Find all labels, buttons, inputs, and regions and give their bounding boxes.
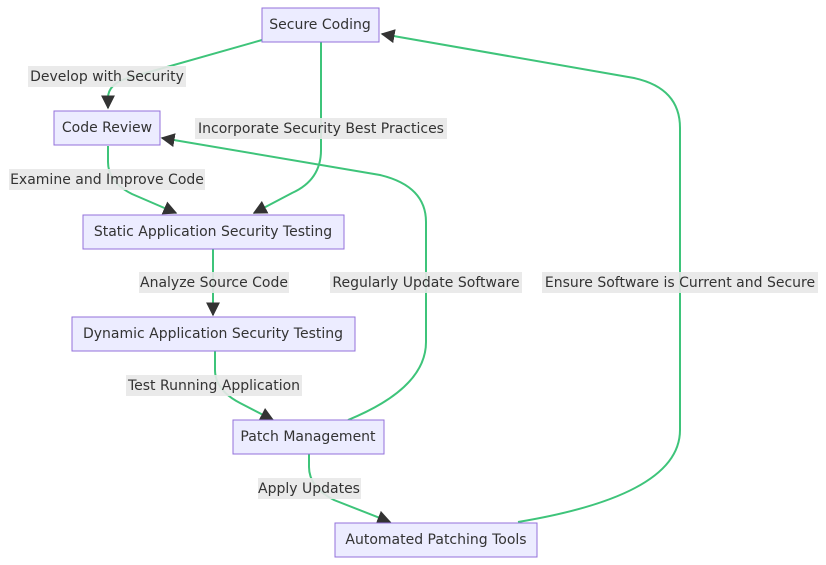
label-analyze-source-code: Analyze Source Code xyxy=(139,272,289,293)
svg-text:Incorporate Security Best Prac: Incorporate Security Best Practices xyxy=(198,121,444,137)
node-dast: Dynamic Application Security Testing xyxy=(71,316,356,352)
svg-text:Apply Updates: Apply Updates xyxy=(258,481,360,497)
label-examine-improve-code: Examine and Improve Code xyxy=(9,169,205,190)
label-regularly-update-software: Regularly Update Software xyxy=(330,272,522,293)
label-test-running-application: Test Running Application xyxy=(126,375,302,396)
svg-text:Patch Management: Patch Management xyxy=(240,429,376,445)
label-develop-with-security: Develop with Security xyxy=(28,66,186,87)
svg-text:Test Running Application: Test Running Application xyxy=(127,378,300,394)
node-secure-coding: Secure Coding xyxy=(261,7,380,43)
svg-text:Develop with Security: Develop with Security xyxy=(30,69,184,85)
svg-text:Analyze Source Code: Analyze Source Code xyxy=(140,275,288,291)
svg-text:Static Application Security Te: Static Application Security Testing xyxy=(94,224,332,240)
edge-regularly-update-software xyxy=(160,133,427,421)
svg-text:Dynamic Application Security T: Dynamic Application Security Testing xyxy=(83,326,343,342)
node-code-review: Code Review xyxy=(53,110,161,146)
label-ensure-current-secure: Ensure Software is Current and Secure xyxy=(542,272,818,293)
edge-ensure-current-secure xyxy=(380,29,681,523)
svg-text:Examine and Improve Code: Examine and Improve Code xyxy=(10,172,204,188)
node-sast: Static Application Security Testing xyxy=(82,214,345,250)
svg-text:Ensure Software is Current and: Ensure Software is Current and Secure xyxy=(545,275,815,291)
node-patch-management: Patch Management xyxy=(232,419,385,455)
node-automated-patching-tools: Automated Patching Tools xyxy=(334,522,538,558)
svg-text:Code Review: Code Review xyxy=(62,120,152,136)
label-apply-updates: Apply Updates xyxy=(258,478,361,499)
svg-text:Regularly Update Software: Regularly Update Software xyxy=(332,275,519,291)
edge-incorporate-best-practices xyxy=(252,42,322,214)
svg-text:Automated Patching Tools: Automated Patching Tools xyxy=(345,532,526,548)
label-incorporate-best-practices: Incorporate Security Best Practices xyxy=(195,118,447,139)
svg-text:Secure Coding: Secure Coding xyxy=(269,17,370,33)
